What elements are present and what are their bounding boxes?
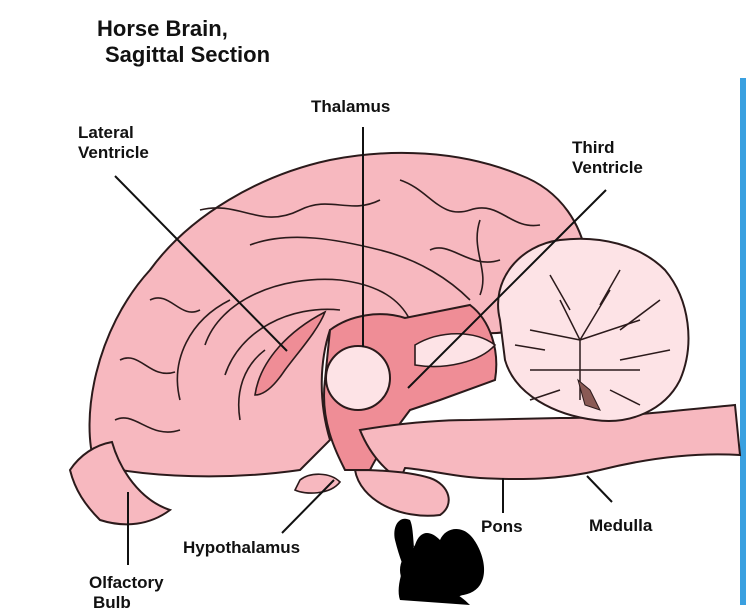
label-pons: Pons xyxy=(481,517,523,536)
lateral-ventricle xyxy=(254,310,327,396)
third-ventricle xyxy=(414,332,497,368)
olfactory-bulb xyxy=(68,440,173,526)
label-third-ventricle-line-2: Ventricle xyxy=(572,158,643,177)
label-olfactory-bulb-line-2: Bulb xyxy=(93,593,131,612)
redaction-scribble xyxy=(394,518,485,605)
title-line-1: Horse Brain, xyxy=(97,16,228,41)
optic-lobe xyxy=(293,473,342,494)
pointer-lines xyxy=(114,127,613,565)
label-thalamus: Thalamus xyxy=(311,97,391,116)
label-third-ventricle-line-1: Third xyxy=(572,138,615,157)
thalamus xyxy=(325,345,391,411)
frame-edge xyxy=(740,78,746,605)
label-olfactory-bulb: Olfactory Bulb xyxy=(89,573,164,613)
pituitary xyxy=(353,468,450,517)
label-third-ventricle: Third Ventricle xyxy=(572,138,643,178)
label-lateral-ventricle-line-2: Ventricle xyxy=(78,143,149,162)
label-hypothalamus: Hypothalamus xyxy=(183,538,301,557)
title-line-2: Sagittal Section xyxy=(105,42,271,67)
label-olfactory-bulb-line-1: Olfactory xyxy=(89,573,164,592)
label-lateral-ventricle-line-1: Lateral xyxy=(78,123,134,142)
cerebellum xyxy=(497,237,690,422)
label-lateral-ventricle: Lateral Ventricle xyxy=(78,123,149,163)
diagram-title: Horse Brain, Sagittal Section xyxy=(97,16,270,68)
label-medulla: Medulla xyxy=(589,516,653,535)
brainstem xyxy=(358,403,742,482)
